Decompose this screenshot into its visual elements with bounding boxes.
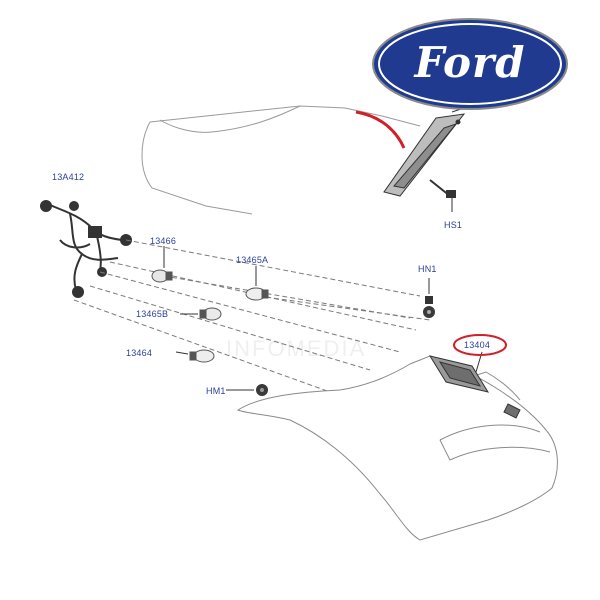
label-nut-hm1: HM1 bbox=[206, 386, 226, 396]
logo-oval-icon bbox=[372, 18, 568, 110]
high-mount-stop-lamp bbox=[383, 105, 471, 197]
ford-logo: Ford bbox=[370, 16, 570, 112]
label-bulb-13464: 13464 bbox=[126, 348, 153, 358]
highlight-arc bbox=[355, 110, 406, 149]
nut-hm1-part bbox=[256, 384, 268, 396]
vehicle-body-outline bbox=[141, 105, 421, 215]
nut-hn1-part bbox=[423, 296, 435, 318]
wiring-harness-part bbox=[47, 203, 123, 291]
lamp-bracket bbox=[428, 355, 521, 419]
bulb-13465b-part bbox=[199, 307, 222, 321]
bulb-13466-part bbox=[151, 269, 173, 283]
watermark-text: INFOMEDIA bbox=[226, 336, 367, 361]
label-lamp-assembly: 13404 bbox=[464, 340, 491, 350]
wiring-connectors bbox=[40, 200, 132, 298]
label-leaders bbox=[163, 198, 483, 391]
label-screw-hs1: HS1 bbox=[444, 220, 463, 230]
tail-lamp-assembly bbox=[236, 355, 558, 541]
bulb-13464-part bbox=[189, 349, 215, 363]
label-bulb-13465b: 13465B bbox=[136, 309, 169, 319]
label-bulb-13466: 13466 bbox=[150, 236, 177, 246]
label-wiring-harness: 13A412 bbox=[52, 172, 85, 182]
label-bulb-13465a: 13465A bbox=[236, 255, 269, 265]
screw-hs1-part bbox=[429, 179, 456, 198]
bulb-13465a-part bbox=[245, 287, 269, 301]
label-nut-hn1: HN1 bbox=[418, 264, 437, 274]
logo-brand-text: Ford bbox=[414, 38, 526, 87]
highlight-circle-13404 bbox=[453, 334, 507, 356]
